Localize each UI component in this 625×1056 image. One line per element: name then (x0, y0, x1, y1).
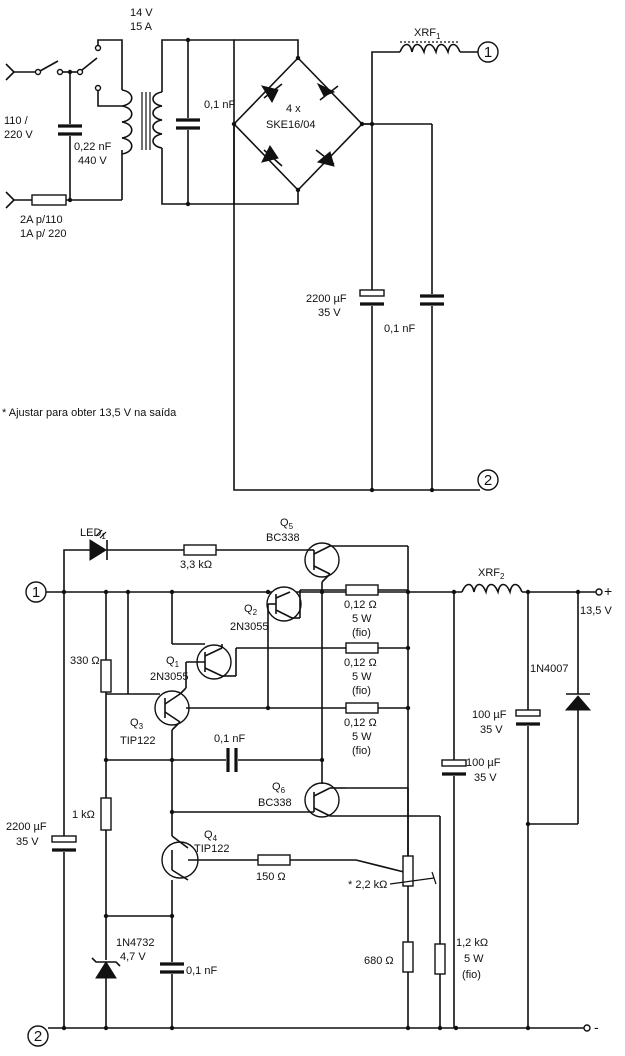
regulator-section (25, 529, 603, 1047)
adjustment-note: * Ajustar para obter 13,5 V na saída (2, 407, 177, 419)
label-r-base-q4: 150 Ω (256, 871, 286, 883)
divider-resistor-1k (100, 797, 112, 831)
label-secondary-cap: 0,1 nF (204, 99, 235, 111)
fuse (31, 194, 67, 206)
connector-2-bottom-label: 2 (34, 1028, 42, 1045)
label-q3-part: TIP122 (120, 735, 155, 747)
input-capacitor (51, 835, 77, 843)
label-out-voltage: 13,5 V (580, 605, 612, 617)
label-choke-xrf1: XRF1 (414, 27, 441, 41)
label-q5: Q5 (280, 517, 294, 531)
label-q1: Q1 (166, 655, 180, 669)
label-diode-part: 1N4007 (530, 663, 569, 675)
label-cap-out-voltage: 35 V (480, 724, 503, 736)
main-filter-capacitor (359, 289, 385, 297)
mid-capacitor (441, 759, 467, 767)
label-q4: Q4 (204, 829, 218, 843)
label-main-cap-voltage: 35 V (318, 307, 341, 319)
label-r-lower: 680 Ω (364, 955, 394, 967)
label-r-power-1: 5 W (352, 613, 372, 625)
label-r-emitter-2: 0,12 Ω (344, 657, 377, 669)
label-bypass-cap: 0,1 nF (384, 323, 415, 335)
transformer-secondary (152, 91, 163, 149)
label-led-resistor: 3,3 kΩ (180, 559, 212, 571)
label-out-plus: + (604, 583, 612, 599)
label-r-power-3: 5 W (352, 731, 372, 743)
label-cap-zener: 0,1 nF (186, 965, 217, 977)
power-switch (39, 60, 59, 72)
label-main-cap: 2200 µF (306, 293, 347, 305)
label-r-load-type: (fio) (462, 969, 481, 981)
label-fuse-110: 2A p/110 (20, 214, 63, 226)
label-q6-part: BC338 (258, 797, 292, 809)
connector-2-top-label: 2 (484, 472, 492, 489)
label-led: LED1 (80, 527, 106, 541)
label-r-power-2: 5 W (352, 671, 372, 683)
lower-resistor-680 (402, 941, 414, 973)
label-r-emitter-3: 0,12 Ω (344, 717, 377, 729)
label-q5-part: BC338 (266, 532, 300, 544)
label-r-type-1: (fio) (352, 627, 371, 639)
label-bridge-part: SKE16/04 (266, 119, 316, 131)
label-q2: Q2 (244, 603, 258, 617)
label-filter-cap-voltage: 440 V (78, 155, 107, 167)
bias-resistor-330 (100, 659, 112, 693)
label-mains-voltage: 110 / (4, 115, 29, 127)
label-out-minus: - (594, 1019, 599, 1035)
label-cap-input: 2200 µF (6, 821, 47, 833)
connector-1-bottom-label: 1 (32, 584, 40, 601)
zener-diode (95, 961, 117, 979)
label-filter-cap: 0,22 nF (74, 141, 112, 153)
load-resistor (434, 943, 446, 975)
transistor-q3 (154, 690, 190, 726)
label-q2-part: 2N3055 (230, 621, 269, 633)
connector-2-top (477, 469, 499, 491)
label-mains-voltage-2: 220 V (4, 129, 33, 141)
label-q1-part: 2N3055 (150, 671, 189, 683)
label-r-load: 1,2 kΩ (456, 937, 488, 949)
label-cap-miller: 0,1 nF (214, 733, 245, 745)
led-1 (89, 539, 107, 561)
emitter-resistor-1 (345, 584, 379, 596)
mains-terminal-top (5, 63, 16, 81)
led-resistor (183, 544, 217, 556)
label-r-type-3: (fio) (352, 745, 371, 757)
connector-1-top-label: 1 (484, 44, 492, 61)
label-zener-voltage: 4,7 V (120, 951, 146, 963)
label-cap-input-voltage: 35 V (16, 836, 39, 848)
mains-terminal-bottom (5, 191, 16, 209)
label-transformer-voltage: 14 V (130, 7, 153, 19)
label-r-bias: 330 Ω (70, 655, 100, 667)
label-r-divider: 1 kΩ (72, 809, 95, 821)
base-resistor-q4 (257, 854, 291, 866)
label-bridge-count: 4 x (286, 103, 301, 115)
voltage-selector-switch (81, 57, 98, 71)
choke-xrf1 (399, 43, 461, 55)
label-cap-mid-voltage: 35 V (474, 772, 497, 784)
transformer-primary (121, 89, 133, 155)
connector-2-bottom (27, 1025, 49, 1047)
transistor-q5 (304, 542, 340, 578)
emitter-resistor-3 (345, 702, 379, 714)
switch-contact (34, 68, 42, 76)
label-zener-part: 1N4732 (116, 937, 155, 949)
mains-input-section (5, 37, 499, 493)
emitter-resistor-2 (345, 642, 379, 654)
label-q3: Q3 (130, 717, 144, 731)
connector-1-top (477, 41, 499, 63)
choke-xrf2 (461, 583, 523, 595)
label-transformer-current: 15 A (130, 21, 153, 33)
label-q4-part: TIP122 (194, 843, 229, 855)
label-fuse-220: 1A p/ 220 (20, 228, 67, 240)
label-trimmer: * 2,2 kΩ (348, 879, 387, 891)
label-r-emitter-1: 0,12 Ω (344, 599, 377, 611)
label-choke-xrf2: XRF2 (478, 567, 505, 581)
label-cap-out: 100 µF (472, 709, 507, 721)
label-r-load-power: 5 W (464, 953, 484, 965)
label-q6: Q6 (272, 781, 286, 795)
output-capacitor (515, 709, 541, 717)
label-r-type-2: (fio) (352, 685, 371, 697)
label-cap-mid: 100 µF (466, 757, 501, 769)
